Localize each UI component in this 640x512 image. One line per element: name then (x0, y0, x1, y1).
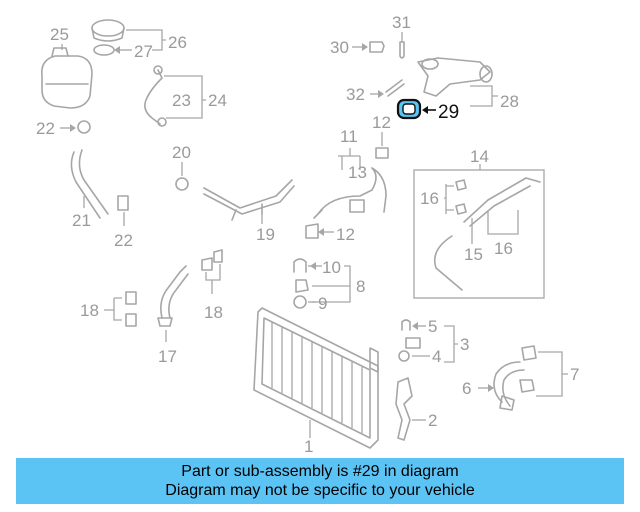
part-19-pipe (203, 179, 295, 221)
label-18b: 18 (204, 303, 223, 322)
arrow-5 (412, 322, 418, 330)
label-32: 32 (346, 85, 365, 104)
part-5-clip (401, 319, 411, 331)
part-21-hose (70, 149, 109, 219)
label-1: 1 (304, 437, 313, 456)
part-6-end (499, 395, 515, 411)
label-29: 29 (438, 102, 459, 123)
label-22a: 22 (36, 119, 55, 138)
part-1-radiator (253, 307, 379, 449)
label-26: 26 (168, 33, 187, 52)
part-28-flange (417, 57, 493, 97)
part-32 (385, 79, 405, 97)
label-22b: 22 (114, 231, 133, 250)
bracket-18b (205, 264, 221, 294)
arrow-29 (422, 106, 428, 114)
parts-diagram: 25 27 26 31 30 23 24 32 28 29 22 (36, 13, 579, 456)
label-6: 6 (462, 379, 471, 398)
part-11-hose (313, 167, 387, 219)
label-11: 11 (340, 127, 358, 146)
label-12a: 12 (372, 113, 391, 132)
label-28: 28 (500, 92, 519, 111)
arrow-30 (362, 43, 368, 51)
label-18a: 18 (80, 301, 99, 320)
part-12a-clamp (375, 147, 389, 159)
bracket-24 (164, 75, 206, 119)
label-12b: 12 (336, 225, 355, 244)
label-20: 20 (172, 143, 191, 162)
part-29-gasket (396, 98, 422, 120)
part-20-ring (175, 177, 189, 191)
label-10: 10 (322, 258, 341, 277)
box-14 (413, 169, 545, 299)
label-19: 19 (256, 225, 275, 244)
clamp-23-top (153, 65, 163, 75)
part-23-hose (144, 69, 163, 125)
part-9-oring (293, 295, 307, 309)
part-8-connector (295, 279, 309, 293)
part-31 (399, 41, 405, 59)
label-8: 8 (356, 277, 365, 296)
label-14: 14 (470, 147, 489, 166)
arrow-32 (378, 90, 384, 98)
label-25: 25 (50, 25, 69, 44)
part-6-hose (493, 361, 525, 407)
clamp-23-bottom (157, 117, 167, 127)
part-7-clamps (519, 345, 537, 393)
part-17-pipe (160, 265, 189, 319)
part-4-oring (398, 350, 410, 362)
label-3: 3 (460, 335, 469, 354)
part-10-clip (293, 258, 307, 273)
label-30: 30 (330, 38, 349, 57)
part-15-hose-upper (463, 177, 541, 227)
part-25-expansion-tank (40, 47, 93, 109)
part-22b-clamp (117, 195, 129, 211)
label-31: 31 (392, 13, 411, 32)
bracket-16b (487, 210, 519, 235)
bracket-8 (312, 265, 351, 303)
part-12b-clamp (305, 223, 319, 239)
banner-line-1: Part or sub-assembly is #29 in diagram (181, 463, 459, 480)
part-18a-clamps (125, 291, 137, 327)
part-18b-clamps (201, 249, 223, 271)
label-13: 13 (348, 163, 367, 182)
label-17: 17 (158, 347, 177, 366)
label-23: 23 (172, 91, 191, 110)
label-2: 2 (428, 411, 437, 430)
label-16a: 16 (420, 189, 439, 208)
bracket-18a (104, 297, 122, 321)
label-21: 21 (72, 211, 91, 230)
bracket-28 (470, 85, 498, 107)
part-30-sensor (369, 41, 385, 53)
arrow-12b (318, 228, 324, 236)
bracket-11 (338, 148, 361, 170)
part-13-clamp (349, 199, 365, 213)
label-9: 9 (318, 294, 327, 313)
label-16b: 16 (494, 239, 513, 258)
bracket-7 (536, 351, 568, 397)
info-banner: Part or sub-assembly is #29 in diagram D… (16, 458, 624, 504)
part-3-connector (405, 337, 421, 349)
part-2-bracket (395, 377, 413, 441)
label-15: 15 (464, 245, 483, 264)
bracket-16a (444, 184, 454, 214)
part-16a-clamps (455, 179, 467, 215)
part-15-hose-lower (433, 235, 463, 291)
label-5: 5 (428, 317, 437, 336)
part-17-end (157, 317, 173, 327)
bracket-3 (444, 325, 458, 363)
arrow-10 (310, 262, 316, 270)
label-4: 4 (432, 347, 441, 366)
label-7: 7 (570, 365, 579, 384)
arrow-27 (114, 46, 120, 54)
bracket-26 (126, 29, 166, 51)
arrow-6 (488, 384, 494, 392)
label-24: 24 (208, 91, 227, 110)
banner-line-2: Diagram may not be specific to your vehi… (165, 482, 475, 499)
arrow-22a (70, 124, 76, 132)
part-22a-clamp (77, 120, 91, 134)
label-27: 27 (134, 42, 153, 61)
